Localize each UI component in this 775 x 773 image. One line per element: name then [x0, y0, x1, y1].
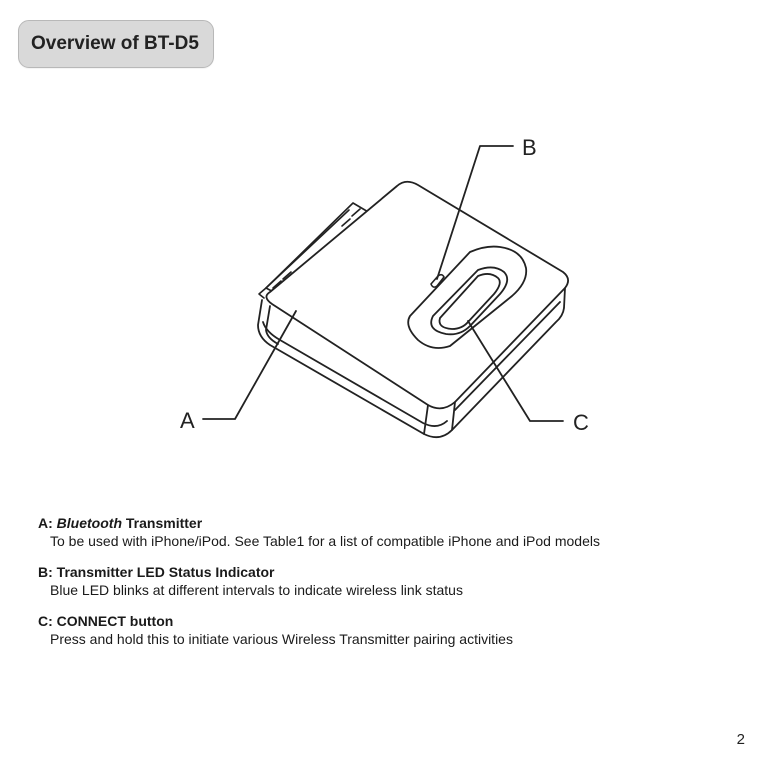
connect-button	[407, 245, 528, 349]
section-title: Overview of BT-D5	[31, 33, 199, 54]
callout-label-b: B	[522, 135, 537, 160]
callout-line-a	[202, 310, 297, 420]
led-indicator	[430, 273, 445, 288]
callout-line-b	[436, 145, 514, 280]
callout-line-c	[467, 320, 564, 422]
callout-label-c: C	[573, 410, 589, 435]
description-b-title: B: Transmitter LED Status Indicator	[38, 564, 738, 581]
transmitter-body	[257, 180, 569, 439]
callout-lines	[202, 145, 564, 422]
description-b-body: Blue LED blinks at different intervals t…	[50, 582, 463, 598]
description-c-title-rest: CONNECT button	[52, 613, 174, 629]
description-a-title: A: Bluetooth Transmitter	[38, 515, 738, 532]
description-b-letter: B:	[38, 564, 53, 580]
description-b: B: Transmitter LED Status Indicator Blue…	[38, 564, 738, 599]
component-descriptions: A: Bluetooth Transmitter To be used with…	[38, 515, 738, 662]
page-number: 2	[736, 731, 745, 748]
description-c-body: Press and hold this to initiate various …	[50, 631, 513, 647]
description-c-letter: C:	[38, 613, 53, 629]
description-a-body: To be used with iPhone/iPod. See Table1 …	[50, 533, 600, 549]
description-c-title: C: CONNECT button	[38, 613, 738, 630]
description-a: A: Bluetooth Transmitter To be used with…	[38, 515, 738, 550]
description-a-letter: A:	[38, 515, 53, 531]
description-c: C: CONNECT button Press and hold this to…	[38, 613, 738, 648]
description-b-title-rest: Transmitter LED Status Indicator	[52, 564, 275, 580]
callout-label-a: A	[180, 408, 195, 433]
description-a-title-italic: Bluetooth	[56, 515, 122, 531]
section-title-badge: Overview of BT-D5	[18, 20, 214, 68]
description-a-title-rest: Transmitter	[122, 515, 203, 531]
device-diagram: A B C	[180, 135, 589, 439]
